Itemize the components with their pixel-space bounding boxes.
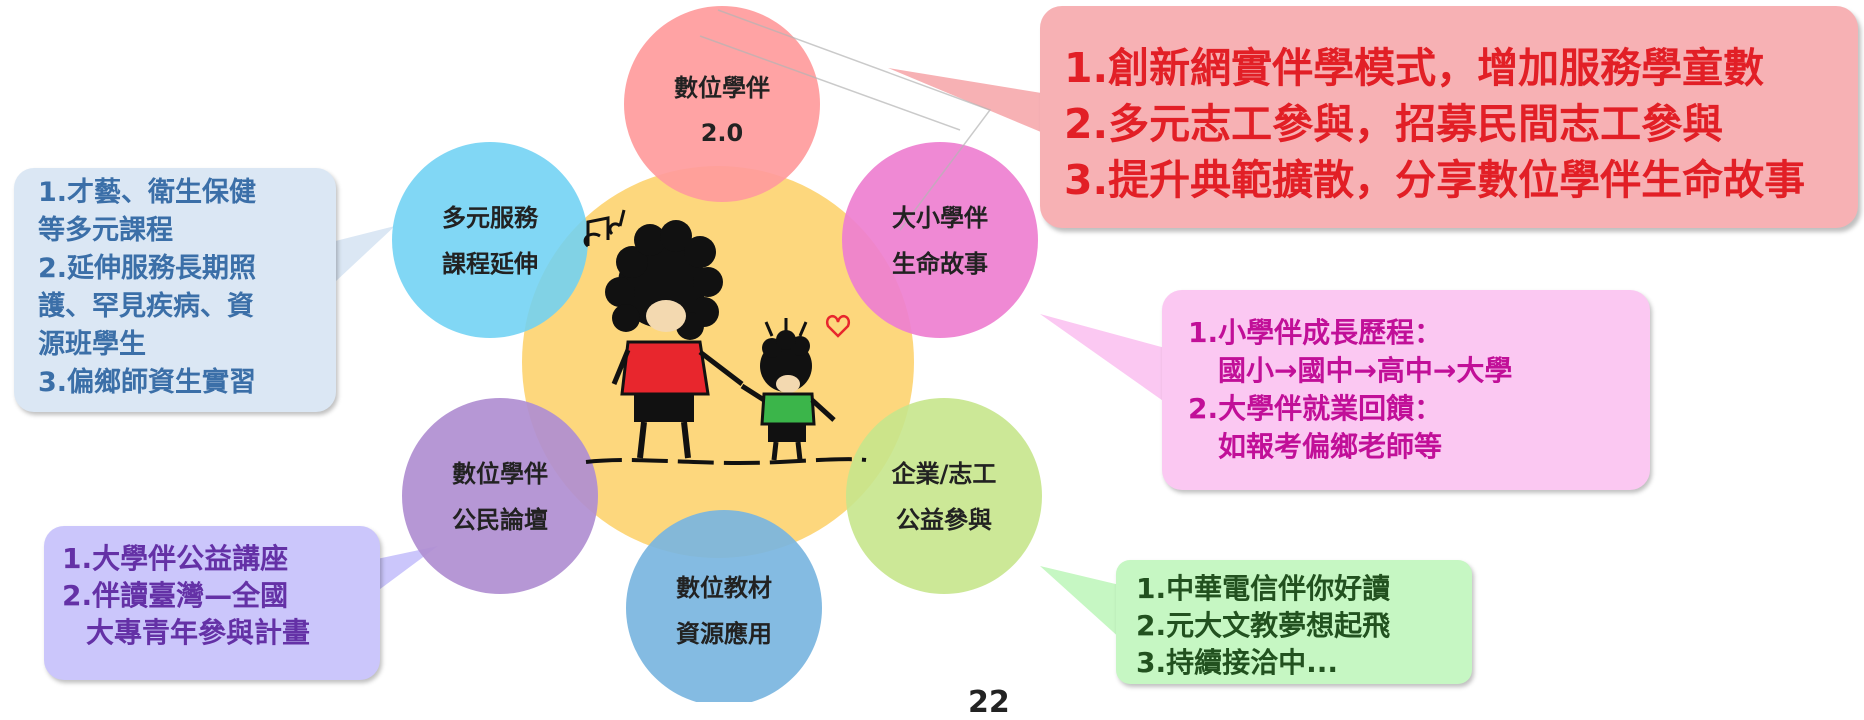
annotation-left-line-2: 等多元課程: [38, 215, 173, 246]
annotation-left-line-3: 2.延伸服務長期照: [38, 253, 257, 284]
annotation-purple: 1.大學伴公益講座 2.伴讀臺灣—全國 大專青年參與計畫: [44, 526, 380, 680]
annotation-green: 1.中華電信伴你好讀 2.元大文教夢想起飛 3.持續接洽中...: [1116, 560, 1472, 684]
annotation-green-line-3: 3.持續接洽中...: [1136, 646, 1339, 679]
annotation-top: 1.創新網實伴學模式，增加服務學童數 2.多元志工參與，招募民間志工參與 3.提…: [1040, 6, 1858, 228]
circle-lower-left: [402, 398, 598, 594]
annotation-left-line-4: 護、罕見疾病、資: [38, 291, 254, 322]
annotation-pink: 1.小學伴成長歷程： 國小→國中→高中→大學 2.大學伴就業回饋： 如報考偏鄉老…: [1162, 290, 1650, 490]
circle-bottom: [626, 510, 822, 702]
annotation-pink-line-1: 1.小學伴成長歷程：: [1188, 316, 1443, 349]
circle-upper-right-label-1: 大小學伴: [892, 204, 988, 232]
annotation-green-line-2: 2.元大文教夢想起飛: [1136, 609, 1391, 642]
circle-upper-right-label-2: 生命故事: [892, 250, 988, 278]
circle-top: [624, 6, 820, 202]
circle-bottom-label-2: 資源應用: [676, 620, 772, 648]
circle-lower-left-label-2: 公民論壇: [452, 506, 548, 534]
annotation-left-line-6: 3.偏鄉師資生實習: [38, 367, 257, 398]
diagram-canvas: 數位學伴 2.0 大小學伴 生命故事 企業/志工 公益參與 數位教材 資源應用 …: [300, 6, 1180, 702]
circle-upper-left-label-2: 課程延伸: [442, 250, 538, 278]
annotation-top-line-3: 3.提升典範擴散，分享數位學伴生命故事: [1064, 156, 1806, 204]
child-and-kid-holding-hands-icon: [583, 209, 867, 465]
annotation-purple-line-1: 1.大學伴公益講座: [62, 542, 289, 575]
annotation-purple-line-3: 大專青年參與計畫: [86, 616, 311, 649]
watermark-stamp-icon: [699, 9, 992, 231]
circle-bottom-label-1: 數位教材: [676, 574, 772, 602]
annotation-green-line-1: 1.中華電信伴你好讀: [1136, 572, 1391, 605]
circle-top-label-2: 2.0: [701, 119, 744, 147]
annotation-purple-line-2: 2.伴讀臺灣—全國: [62, 579, 289, 612]
circle-upper-left: [392, 142, 588, 338]
annotation-left-line-1: 1.才藝、衛生保健: [38, 177, 257, 208]
annotation-pink-line-4: 如報考偏鄉老師等: [1218, 430, 1443, 463]
annotation-pink-line-3: 2.大學伴就業回饋：: [1188, 392, 1443, 425]
annotation-left: 1.才藝、衛生保健 等多元課程 2.延伸服務長期照 護、罕見疾病、資 源班學生 …: [14, 168, 336, 412]
annotation-left-line-5: 源班學生: [38, 329, 146, 360]
page-number: 22: [968, 685, 1010, 720]
annotation-top-line-1: 1.創新網實伴學模式，增加服務學童數: [1064, 44, 1765, 92]
circle-lower-right: [846, 398, 1042, 594]
annotation-pink-line-2: 國小→國中→高中→大學: [1218, 354, 1513, 387]
circle-lower-right-label-1: 企業/志工: [892, 460, 997, 488]
callout-pointer-pink: [1040, 314, 1180, 410]
circle-top-label-1: 數位學伴: [674, 74, 770, 102]
circle-lower-right-label-2: 公益參與: [896, 506, 992, 534]
circle-upper-right: [842, 142, 1038, 338]
circle-lower-left-label-1: 數位學伴: [452, 460, 548, 488]
callout-pointer-green: [1040, 566, 1124, 640]
annotation-top-line-2: 2.多元志工參與，招募民間志工參與: [1064, 100, 1724, 148]
circle-upper-left-label-1: 多元服務: [442, 204, 539, 232]
